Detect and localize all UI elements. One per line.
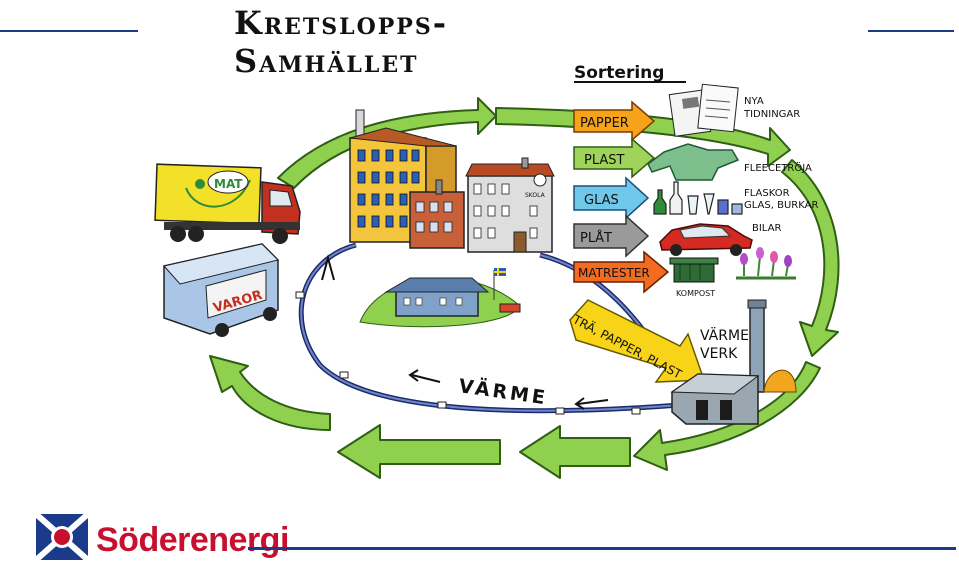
sorting-arrow-plat: PLÅT (573, 214, 650, 258)
title-line-1: Kretslopps- (234, 4, 449, 42)
result-plast: FLEECETRÖJA (744, 161, 812, 174)
cycle-arrow-bottom-right (633, 361, 821, 471)
compost-bin-icon (669, 257, 719, 283)
title-line-2: Samhället (234, 42, 419, 80)
result-papper-2: TIDNINGAR (743, 109, 800, 120)
sorting-label-matrester: MATRESTER (578, 266, 650, 280)
school-building: SKOLA (465, 157, 555, 253)
cycle-arrow-bottom-center (519, 425, 631, 479)
newspaper-icon (668, 83, 739, 137)
result-plat: BILAR (752, 223, 781, 234)
result-glas-2: GLAS, BURKAR (744, 200, 818, 211)
car-icon (659, 223, 753, 256)
flowers-icon (736, 247, 796, 280)
sorting-label-papper: PAPPER (580, 116, 629, 131)
plant-label-2: VERK (700, 346, 738, 362)
sorting-arrow-plast: PLAST (573, 137, 656, 179)
sorting-label-plat: PLÅT (580, 230, 612, 246)
cycle-arrow-top (277, 97, 497, 189)
footer-rule (248, 547, 956, 550)
cycle-arrow-bottom-left (337, 424, 501, 479)
cycle-arrow-left (209, 355, 331, 431)
house-with-garden (359, 268, 521, 328)
page-title: Kretslopps- Samhället (234, 4, 448, 80)
sortering-heading: Sortering (574, 63, 664, 83)
result-papper-1: NYA (744, 96, 764, 107)
sorting-arrow-matrester: MATRESTER (573, 250, 670, 294)
result-glas-1: FLASKOR (744, 188, 790, 199)
brick-building (409, 179, 465, 249)
soderenergi-logo-icon (36, 514, 88, 560)
header-rule-left (0, 30, 138, 32)
heat-loop-label: VÄRME (457, 373, 549, 409)
result-matrester: KOMPOST (676, 289, 715, 298)
bottles-jars-icon (653, 181, 743, 215)
plant-label-1: VÄRME (700, 326, 749, 344)
sorting-label-glas: GLAS (584, 193, 619, 208)
goods-truck: VAROR (163, 243, 279, 337)
cycle-arrow-right (781, 159, 840, 357)
food-truck: MAT (154, 163, 301, 244)
sorting-arrow-glas: GLAS (573, 176, 650, 220)
sorting-label-plast: PLAST (584, 153, 625, 168)
sorting-arrow-papper: PAPPER (573, 100, 656, 142)
header-rule-right (868, 30, 954, 32)
waste-to-plant-arrow: TRÄ, PAPPER, PLAST (569, 299, 706, 383)
brand-name: Söderenergi (96, 521, 289, 559)
fleece-sweater-icon (647, 143, 740, 181)
school-sign: SKOLA (525, 192, 546, 199)
cycle-arrows (209, 97, 840, 479)
food-truck-label: MAT (214, 177, 243, 191)
heating-plant: VÄRME VERK (670, 299, 797, 425)
